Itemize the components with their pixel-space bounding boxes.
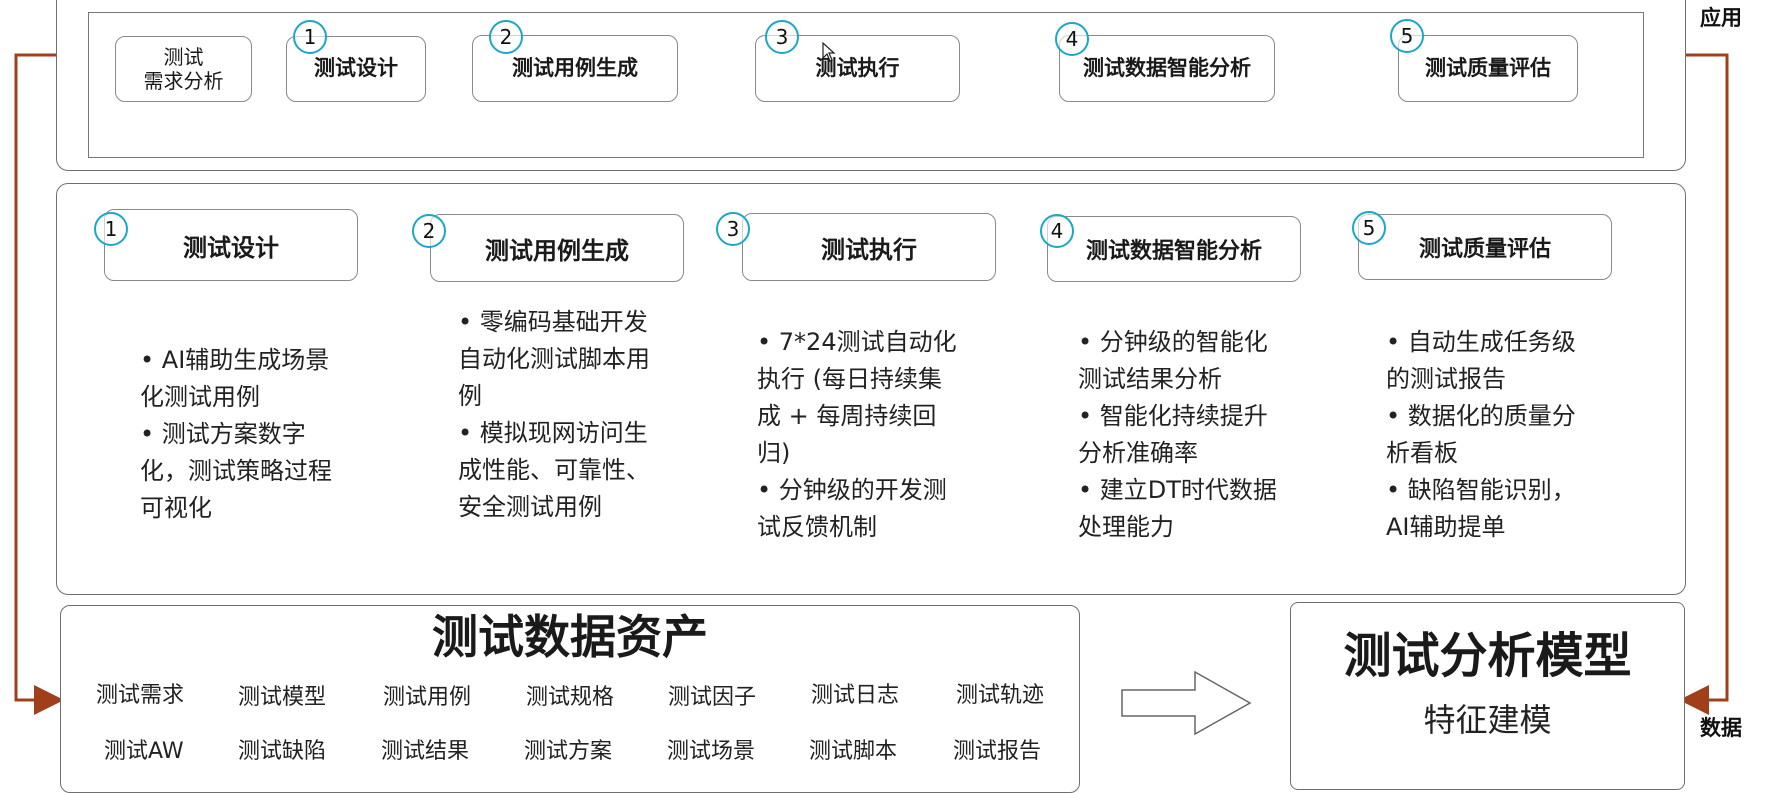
asset-item: 测试需求 xyxy=(96,683,185,708)
flow-badge-4: 4 xyxy=(1055,22,1089,56)
asset-item: 测试轨迹 xyxy=(956,683,1045,708)
asset-item: 测试AW xyxy=(104,739,184,764)
flow-badge-5: 5 xyxy=(1390,19,1424,53)
flow-step-data-analysis: 测试数据智能分析 xyxy=(1059,35,1275,102)
assets-title: 测试数据资产 xyxy=(432,610,708,664)
stage-badge-2: 2 xyxy=(412,214,446,248)
stage-badge-5: 5 xyxy=(1352,211,1386,245)
stage-bullet: • 分钟级的智能化测试结果分析 xyxy=(1078,328,1268,393)
flow-step-test-design: 测试设计 xyxy=(286,36,426,102)
stage-bullet: • 智能化持续提升分析准确率 xyxy=(1078,402,1268,467)
stage-box-test-execution: 测试执行 xyxy=(742,213,996,281)
stage-bullets-test-design: • AI辅助生成场景化测试用例 • 测试方案数字化，测试策略过程可视化 xyxy=(140,342,340,527)
stage-box-quality-evaluation: 测试质量评估 xyxy=(1358,214,1612,280)
stage-box-test-design: 测试设计 xyxy=(104,209,358,281)
assets-panel xyxy=(60,605,1080,793)
asset-item: 测试日志 xyxy=(811,683,900,708)
stage-bullets-test-execution: • 7*24测试自动化执行 (每日持续集成 + 每周持续回归) • 分钟级的开发… xyxy=(757,324,957,546)
asset-item: 测试结果 xyxy=(381,739,470,764)
model-panel xyxy=(1290,602,1685,790)
flow-step-quality-evaluation: 测试质量评估 xyxy=(1398,35,1578,102)
stage-bullet: • 7*24测试自动化执行 (每日持续集成 + 每周持续回归) xyxy=(757,328,957,467)
stage-bullet: • 数据化的质量分析看板 xyxy=(1386,402,1576,467)
asset-item: 测试方案 xyxy=(524,739,613,764)
stage-bullet: • 测试方案数字化，测试策略过程可视化 xyxy=(140,420,332,522)
corner-label-data: 数据 xyxy=(1700,716,1742,740)
asset-item: 测试因子 xyxy=(668,685,757,710)
flow-badge-3: 3 xyxy=(765,20,799,54)
right-loop-arrow xyxy=(1679,53,1729,715)
block-arrow xyxy=(1121,670,1252,736)
asset-item: 测试规格 xyxy=(526,685,615,710)
asset-item: 测试缺陷 xyxy=(238,739,327,764)
stage-box-case-generation: 测试用例生成 xyxy=(430,214,684,282)
asset-item: 测试场景 xyxy=(667,739,756,764)
asset-item: 测试报告 xyxy=(953,739,1042,764)
stage-bullet: • 缺陷智能识别，AI辅助提单 xyxy=(1386,476,1576,541)
stage-box-data-analysis: 测试数据智能分析 xyxy=(1047,216,1301,282)
stage-bullet: • 建立DT时代数据处理能力 xyxy=(1078,476,1277,541)
left-loop-arrow xyxy=(14,53,64,715)
stage-bullets-data-analysis: • 分钟级的智能化测试结果分析 • 智能化持续提升分析准确率 • 建立DT时代数… xyxy=(1078,324,1278,546)
asset-item: 测试用例 xyxy=(383,685,472,710)
stage-badge-4: 4 xyxy=(1040,214,1074,248)
stage-bullets-case-generation: • 零编码基础开发自动化测试脚本用例 • 模拟现网访问生成性能、可靠性、安全测试… xyxy=(458,304,658,526)
model-subtitle: 特征建模 xyxy=(1423,701,1552,739)
corner-label-apply: 应用 xyxy=(1700,6,1742,30)
stage-badge-3: 3 xyxy=(716,212,750,246)
cursor-icon xyxy=(822,42,836,62)
stage-bullet: • AI辅助生成场景化测试用例 xyxy=(140,346,330,411)
stage-bullet: • 分钟级的开发测试反馈机制 xyxy=(757,476,947,541)
stage-badge-1: 1 xyxy=(94,212,128,246)
stage-bullet: • 模拟现网访问生成性能、可靠性、安全测试用例 xyxy=(458,419,650,521)
flow-badge-2: 2 xyxy=(489,20,523,54)
stage-bullet: • 零编码基础开发自动化测试脚本用例 xyxy=(458,308,650,410)
model-title: 测试分析模型 xyxy=(1343,628,1632,684)
flow-badge-1: 1 xyxy=(293,20,327,54)
stage-bullet: • 自动生成任务级的测试报告 xyxy=(1386,328,1576,393)
flow-start-node: 测试 需求分析 xyxy=(115,36,252,102)
asset-item: 测试脚本 xyxy=(809,739,898,764)
stage-bullets-quality-evaluation: • 自动生成任务级的测试报告 • 数据化的质量分析看板 • 缺陷智能识别，AI辅… xyxy=(1386,324,1596,546)
asset-item: 测试模型 xyxy=(238,685,327,710)
